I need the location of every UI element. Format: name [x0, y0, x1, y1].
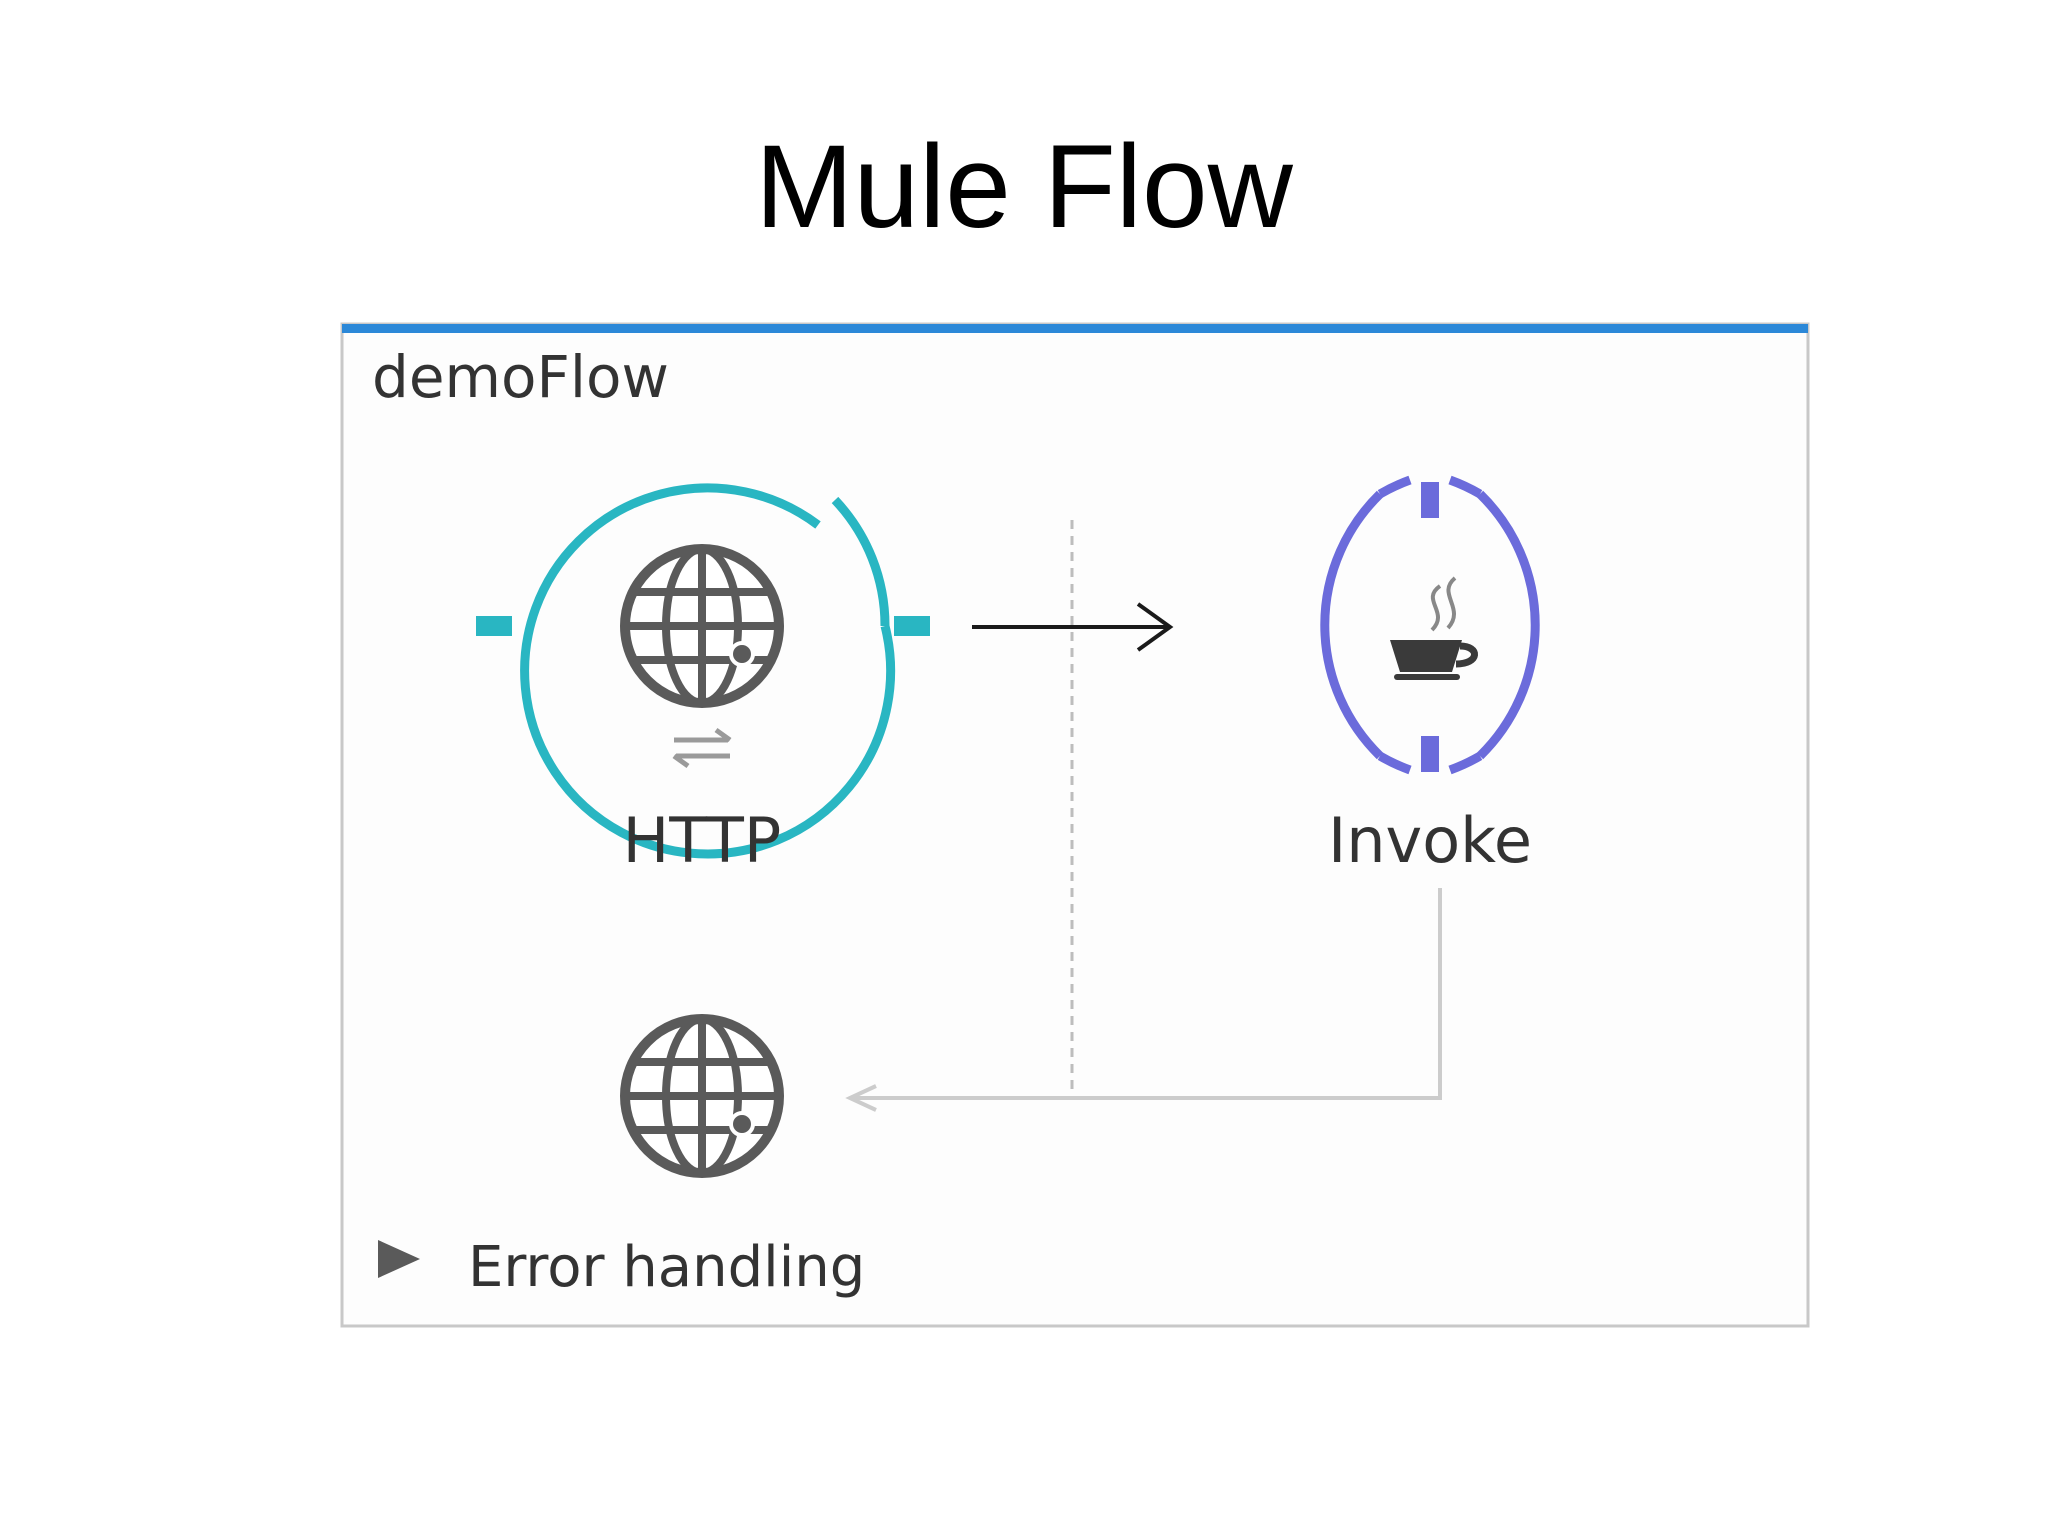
- flow-accent-bar: [342, 324, 1808, 333]
- http-response-node[interactable]: [620, 1014, 784, 1178]
- globe-icon: [620, 1014, 784, 1178]
- globe-icon: [620, 544, 784, 708]
- invoke-node[interactable]: Invoke: [1320, 475, 1540, 877]
- invoke-node-ring: [1320, 490, 1384, 760]
- http-node-label: HTTP: [623, 804, 782, 877]
- expand-triangle-icon: [378, 1240, 420, 1278]
- http-listener-node[interactable]: HTTP: [476, 483, 930, 877]
- page-title: Mule Flow: [755, 121, 1293, 253]
- flow-name: demoFlow: [372, 343, 669, 411]
- flow-container[interactable]: demoFlow: [340, 322, 1810, 1328]
- error-handling-label: Error handling: [468, 1235, 865, 1300]
- error-handling-toggle[interactable]: Error handling: [378, 1235, 865, 1300]
- invoke-node-label: Invoke: [1328, 804, 1532, 877]
- flow-connector-arrow: [972, 602, 1174, 652]
- java-cup-icon: [1390, 576, 1478, 680]
- response-return-path: [845, 888, 1442, 1112]
- exchange-arrows-icon: [672, 727, 732, 769]
- http-node-ring: [520, 483, 896, 859]
